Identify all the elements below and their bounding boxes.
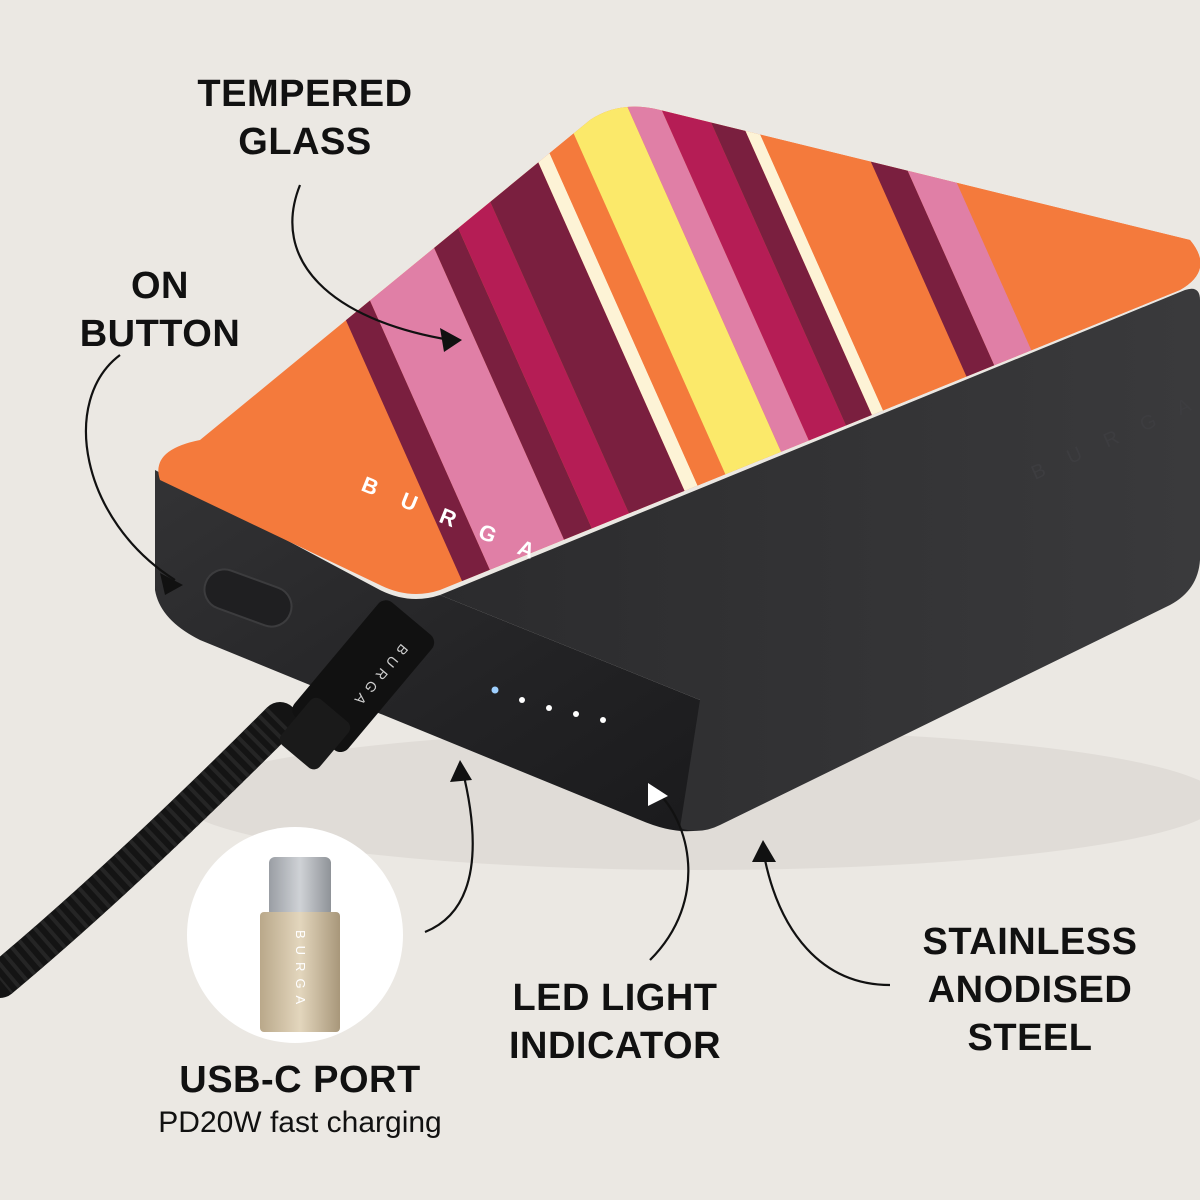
callout-arrows bbox=[84, 184, 891, 987]
power-bank-side bbox=[440, 288, 1200, 831]
label-tempered-glass: TEMPERED GLASS bbox=[197, 73, 413, 163]
led-indicator bbox=[491, 686, 606, 723]
label-stainless-steel: STAINLESS ANODISED STEEL bbox=[922, 921, 1138, 1059]
usb-c-connector-tip bbox=[269, 857, 331, 917]
usb-c-plug: BURGA bbox=[279, 600, 435, 770]
usb-c-connector-body bbox=[260, 912, 340, 1032]
label-led-indicator: LED LIGHT INDICATOR bbox=[508, 977, 722, 1067]
svg-text:BURGA: BURGA bbox=[293, 930, 308, 1011]
label-on-button: ON BUTTON bbox=[79, 265, 241, 355]
label-usb-c-port: USB-C PORT PD20W fast charging bbox=[158, 1059, 442, 1139]
on-button[interactable] bbox=[199, 564, 297, 632]
